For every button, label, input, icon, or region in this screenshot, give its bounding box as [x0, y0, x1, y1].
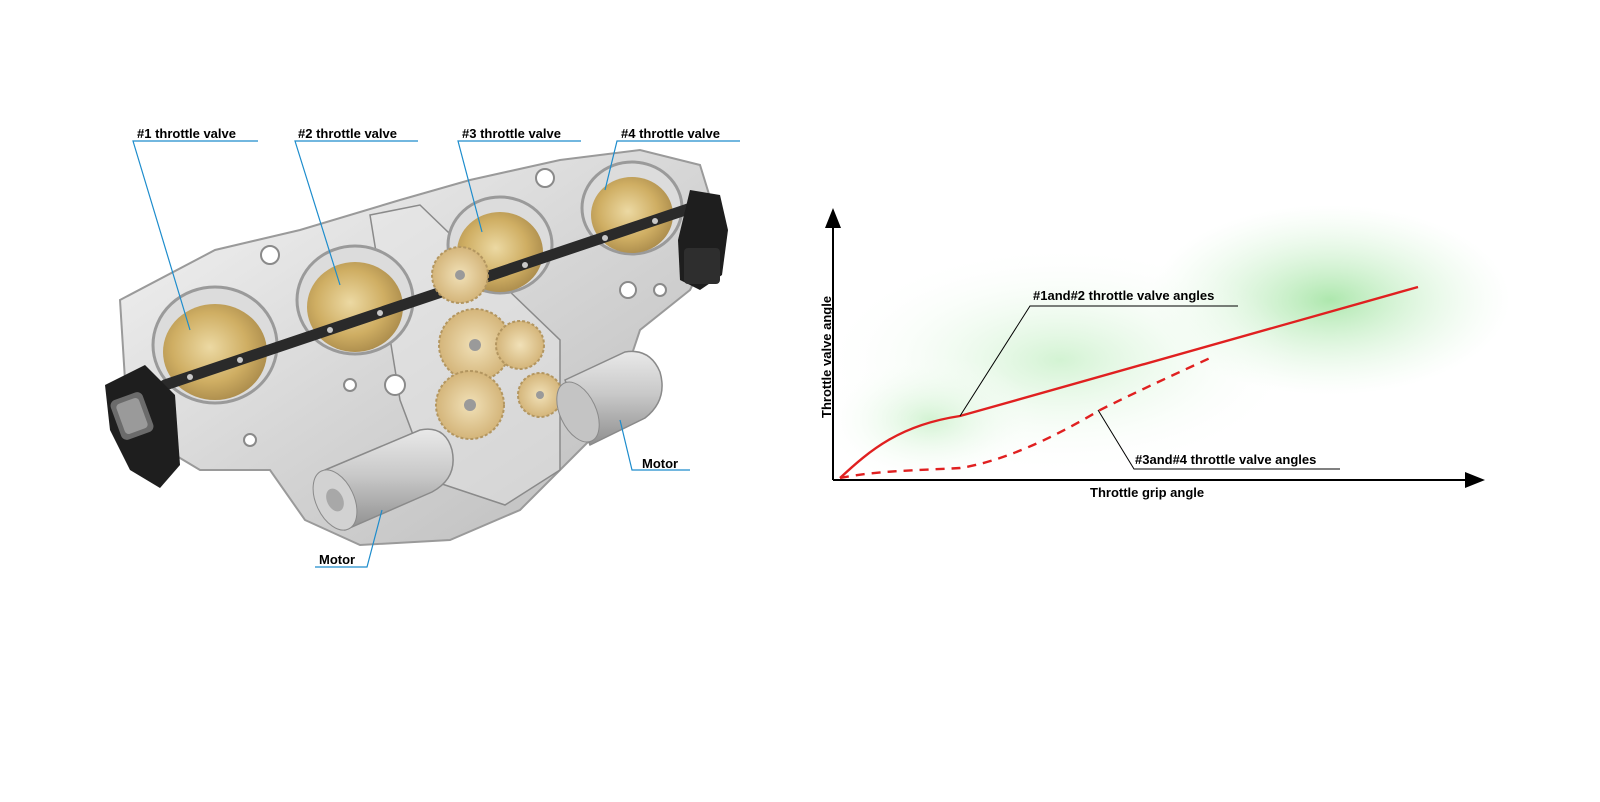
left-throttle-position-sensor [105, 365, 180, 488]
chart-annotation-leaders [959, 305, 1340, 470]
throttle-body-illustration [105, 140, 740, 568]
label-throttle-valve-1: #1 throttle valve [137, 126, 236, 141]
label-throttle-valve-4: #4 throttle valve [621, 126, 720, 141]
label-motor-left: Motor [319, 552, 356, 567]
label-throttle-valve-2: #2 throttle valve [298, 126, 397, 141]
shaft-screws [187, 218, 658, 380]
leader-lines [132, 140, 740, 568]
annotation-valves-1-2: #1and#2 throttle valve angles [1033, 288, 1215, 303]
left-motor [312, 428, 454, 532]
mounting-holes [243, 168, 667, 447]
throttle-shaft [159, 199, 706, 391]
right-motor [556, 350, 663, 447]
y-axis-label: Throttle valve angle [819, 295, 834, 418]
series-valves-1-2-line [839, 285, 1419, 479]
gear-hubs [455, 270, 544, 411]
label-throttle-valve-3: #3 throttle valve [462, 126, 561, 141]
label-motor-right: Motor [642, 456, 679, 471]
annotation-valves-3-4: #3and#4 throttle valve angles [1135, 452, 1317, 467]
chart-background-glow [820, 205, 1510, 485]
right-throttle-position-sensor [678, 190, 728, 290]
x-axis-label: Throttle grip angle [1090, 485, 1205, 500]
